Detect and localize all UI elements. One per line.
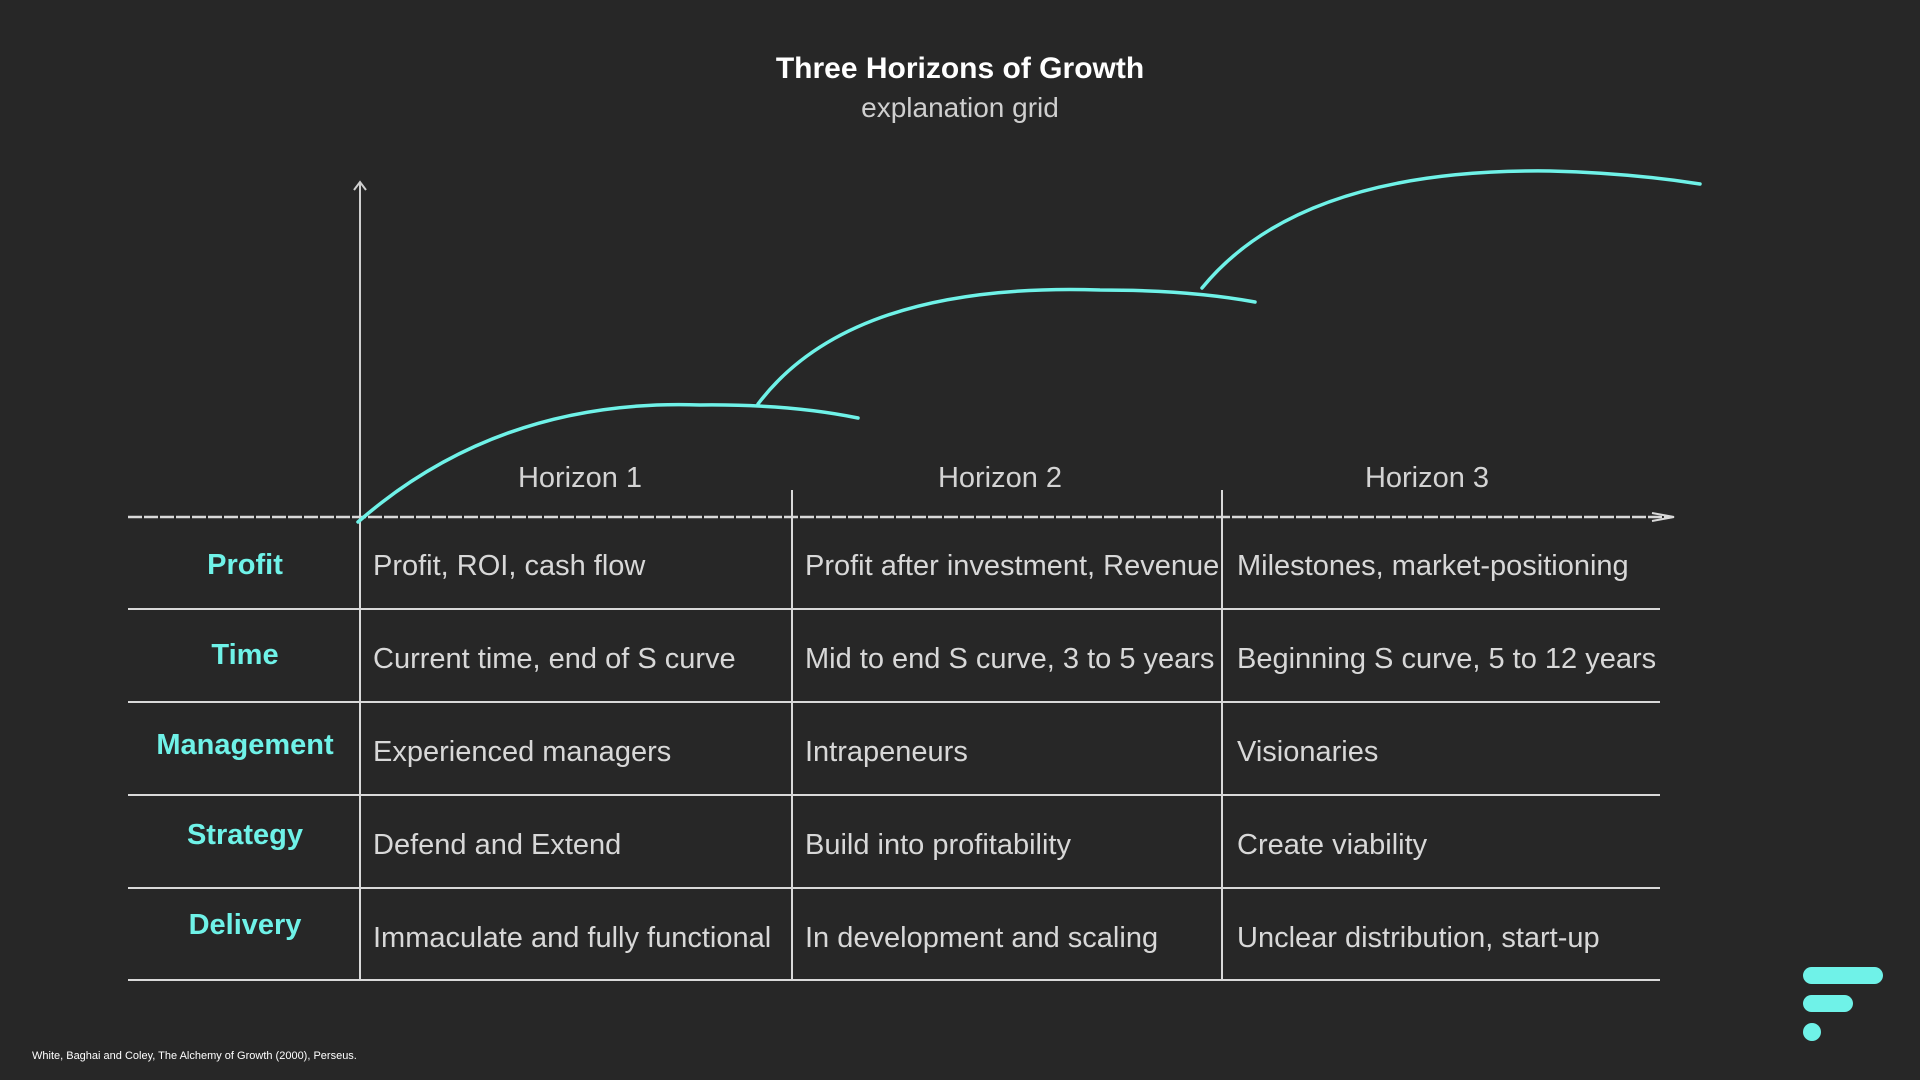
cell-management-h3: Visionaries bbox=[1237, 736, 1379, 768]
cell-profit-h1: Profit, ROI, cash flow bbox=[373, 550, 646, 582]
x-axis-arrow bbox=[1651, 512, 1675, 522]
horizon-2-label: Horizon 2 bbox=[937, 462, 1063, 494]
row-label-delivery: Delivery bbox=[188, 909, 302, 941]
horizon-2-curve bbox=[756, 287, 1257, 406]
horizon-1-label: Horizon 1 bbox=[517, 462, 643, 494]
page-title: Three Horizons of Growth bbox=[775, 52, 1145, 85]
cell-time-h2: Mid to end S curve, 3 to 5 years bbox=[805, 643, 1215, 675]
cell-delivery-h3: Unclear distribution, start-up bbox=[1237, 922, 1600, 954]
cell-strategy-h1: Defend and Extend bbox=[373, 829, 622, 861]
page-subtitle: explanation grid bbox=[861, 92, 1059, 123]
horizon-1-curve bbox=[356, 402, 860, 524]
row-label-strategy: Strategy bbox=[186, 819, 304, 851]
cell-time-h3: Beginning S curve, 5 to 12 years bbox=[1237, 643, 1657, 675]
cell-delivery-h2: In development and scaling bbox=[805, 922, 1159, 954]
horizon-3-label: Horizon 3 bbox=[1364, 462, 1490, 494]
y-axis-arrow bbox=[353, 180, 367, 191]
row-label-management: Management bbox=[156, 729, 334, 761]
row-label-profit: Profit bbox=[207, 549, 283, 581]
cell-delivery-h1: Immaculate and fully functional bbox=[373, 922, 772, 954]
cell-time-h1: Current time, end of S curve bbox=[373, 643, 736, 675]
cell-management-h2: Intrapeneurs bbox=[805, 736, 968, 768]
cell-strategy-h2: Build into profitability bbox=[805, 829, 1071, 861]
cell-profit-h3: Milestones, market-positioning bbox=[1237, 550, 1629, 582]
brand-logo-icon bbox=[1803, 967, 1883, 1041]
source-footnote: White, Baghai and Coley, The Alchemy of … bbox=[32, 1050, 357, 1062]
cell-management-h1: Experienced managers bbox=[373, 736, 672, 768]
cell-strategy-h3: Create viability bbox=[1237, 829, 1428, 861]
horizon-3-curve bbox=[1200, 169, 1702, 290]
cell-profit-h2: Profit after investment, Revenue bbox=[805, 550, 1220, 582]
row-label-time: Time bbox=[211, 639, 279, 671]
